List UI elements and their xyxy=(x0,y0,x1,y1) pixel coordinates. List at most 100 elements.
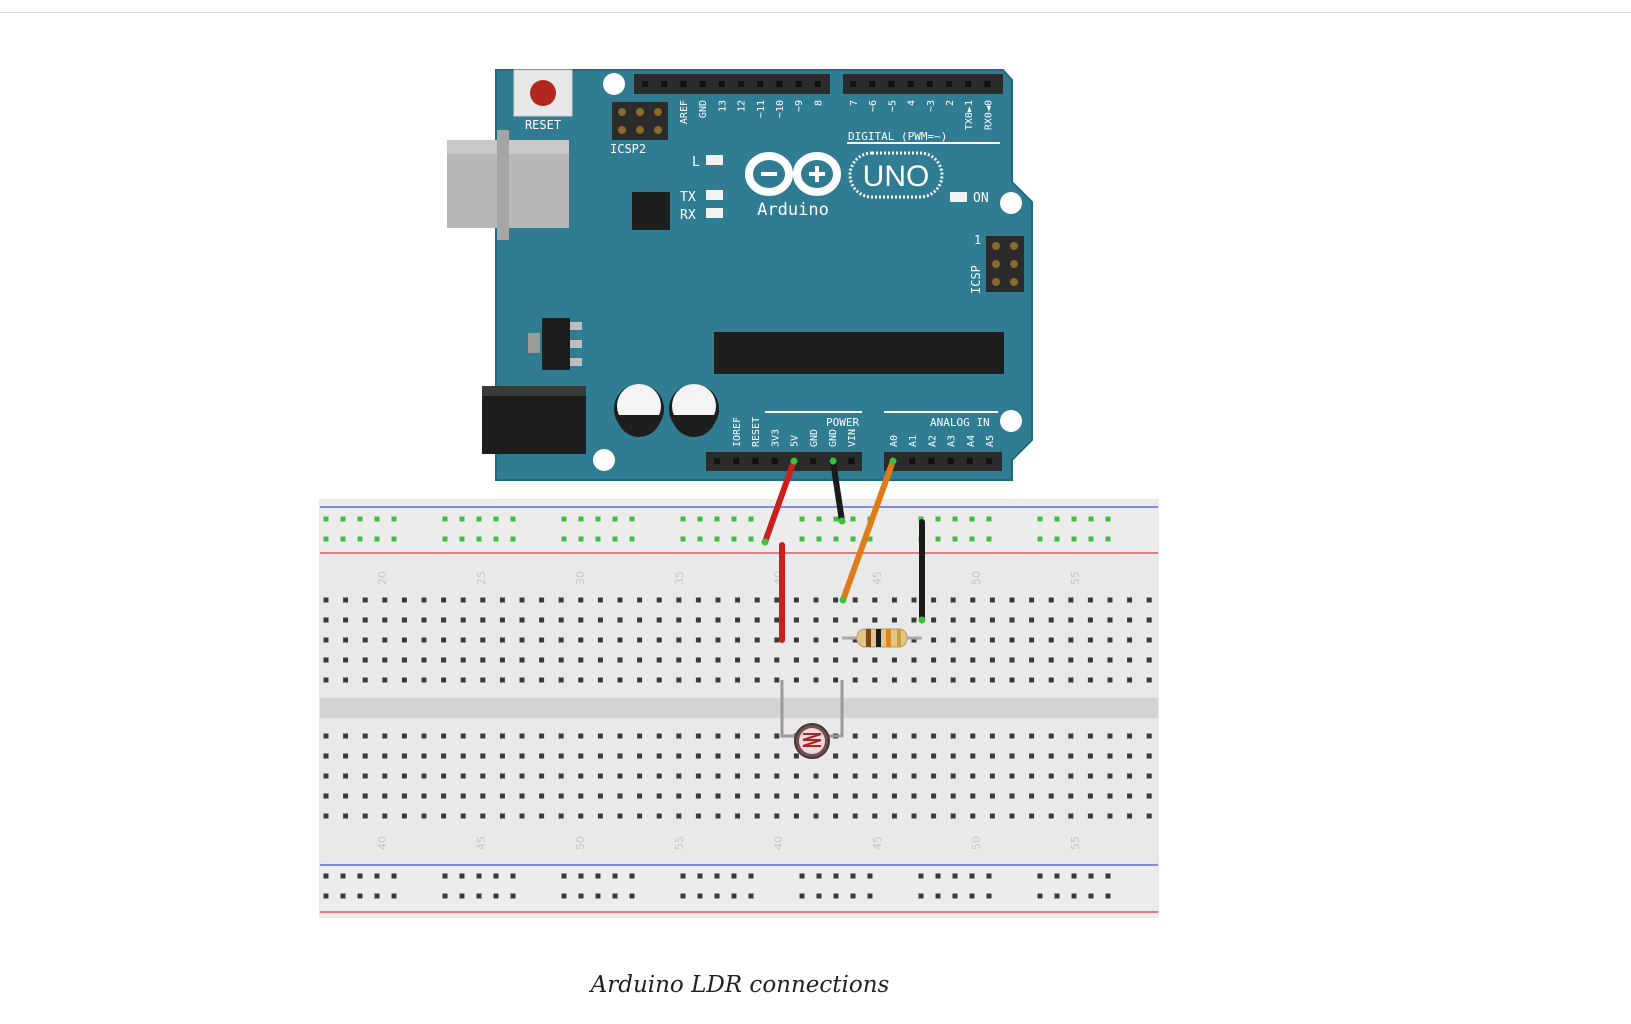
rail-hole xyxy=(1054,893,1060,899)
mount-hole xyxy=(1000,410,1022,432)
breadboard-hole xyxy=(1029,637,1035,643)
breadboard-hole xyxy=(401,813,407,819)
breadboard-hole xyxy=(735,753,741,759)
rail-hole xyxy=(1037,536,1043,542)
rail-hole xyxy=(459,873,465,879)
icsp2-label: ICSP2 xyxy=(610,142,646,156)
breadboard-hole xyxy=(637,597,643,603)
power-jack xyxy=(482,386,586,454)
header-pin xyxy=(776,81,783,87)
breadboard-hole xyxy=(970,793,976,799)
breadboard-hole xyxy=(656,657,662,663)
rail-hole xyxy=(578,893,584,899)
breadboard-hole xyxy=(872,793,878,799)
breadboard-hole xyxy=(872,733,878,739)
rail-hole xyxy=(697,536,703,542)
breadboard-hole xyxy=(637,677,643,683)
breadboard-hole xyxy=(852,733,858,739)
breadboard-hole xyxy=(735,773,741,779)
breadboard-hole xyxy=(891,677,897,683)
breadboard-hole xyxy=(1029,753,1035,759)
breadboard-hole xyxy=(1127,657,1133,663)
reset-button xyxy=(513,69,573,117)
breadboard-hole xyxy=(656,597,662,603)
breadboard-hole xyxy=(931,753,937,759)
rail-hole xyxy=(1054,873,1060,879)
rail-hole xyxy=(629,893,635,899)
pin-label: A4 xyxy=(966,435,977,447)
breadboard-hole xyxy=(1107,793,1113,799)
rail-hole xyxy=(323,893,329,899)
header-pin xyxy=(699,81,706,87)
breadboard-hole xyxy=(460,813,466,819)
breadboard-hole xyxy=(578,753,584,759)
breadboard-hole xyxy=(695,597,701,603)
power-header xyxy=(706,452,862,471)
breadboard-hole xyxy=(1087,753,1093,759)
rail-hole xyxy=(476,893,482,899)
pin-label: RESET xyxy=(751,417,762,447)
breadboard-hole xyxy=(1048,637,1054,643)
breadboard-hole xyxy=(911,617,917,623)
breadboard-hole xyxy=(715,657,721,663)
breadboard-hole xyxy=(793,753,799,759)
breadboard-hole xyxy=(480,657,486,663)
breadboard-hole xyxy=(382,617,388,623)
breadboard-hole xyxy=(578,773,584,779)
breadboard-hole xyxy=(676,753,682,759)
breadboard-hole xyxy=(401,793,407,799)
breadboard-hole xyxy=(872,773,878,779)
rail-hole xyxy=(595,873,601,879)
analog-header xyxy=(884,452,1002,471)
breadboard-hole xyxy=(911,813,917,819)
breadboard-hole xyxy=(833,637,839,643)
column-number: 55 xyxy=(673,836,686,850)
breadboard-hole xyxy=(558,793,564,799)
breadboard-hole xyxy=(735,677,741,683)
rail-hole xyxy=(374,893,380,899)
breadboard-hole xyxy=(460,733,466,739)
breadboard-hole xyxy=(950,733,956,739)
rail-hole xyxy=(969,893,975,899)
breadboard-hole xyxy=(1127,733,1133,739)
column-number: 35 xyxy=(673,571,686,585)
breadboard-hole xyxy=(891,657,897,663)
breadboard-hole xyxy=(833,753,839,759)
pin-label: ~9 xyxy=(794,100,805,112)
breadboard-hole xyxy=(617,637,623,643)
usb-connector xyxy=(447,130,569,240)
breadboard-hole xyxy=(1087,677,1093,683)
breadboard-hole xyxy=(950,753,956,759)
breadboard-hole xyxy=(1048,677,1054,683)
breadboard-hole xyxy=(617,793,623,799)
breadboard-hole xyxy=(754,657,760,663)
breadboard-hole xyxy=(343,733,349,739)
breadboard-hole xyxy=(1127,597,1133,603)
column-number: 40 xyxy=(772,836,785,850)
breadboard-hole xyxy=(382,813,388,819)
breadboard-hole xyxy=(421,617,427,623)
breadboard-hole xyxy=(1127,773,1133,779)
breadboard-hole xyxy=(1127,753,1133,759)
breadboard-hole xyxy=(1009,733,1015,739)
pin-label: 8 xyxy=(813,100,824,106)
rail-hole xyxy=(799,893,805,899)
breadboard-hole xyxy=(931,793,937,799)
breadboard-hole xyxy=(597,813,603,819)
breadboard-hole xyxy=(872,677,878,683)
breadboard-hole xyxy=(362,733,368,739)
breadboard-hole xyxy=(754,677,760,683)
rail-hole xyxy=(680,893,686,899)
breadboard-hole xyxy=(1029,657,1035,663)
digital-header-left xyxy=(634,74,830,94)
breadboard-hole xyxy=(401,773,407,779)
rail-hole xyxy=(561,516,567,522)
column-number: 50 xyxy=(970,571,983,585)
breadboard-hole xyxy=(558,617,564,623)
breadboard-hole xyxy=(460,773,466,779)
breadboard-hole xyxy=(872,813,878,819)
breadboard-hole xyxy=(931,677,937,683)
